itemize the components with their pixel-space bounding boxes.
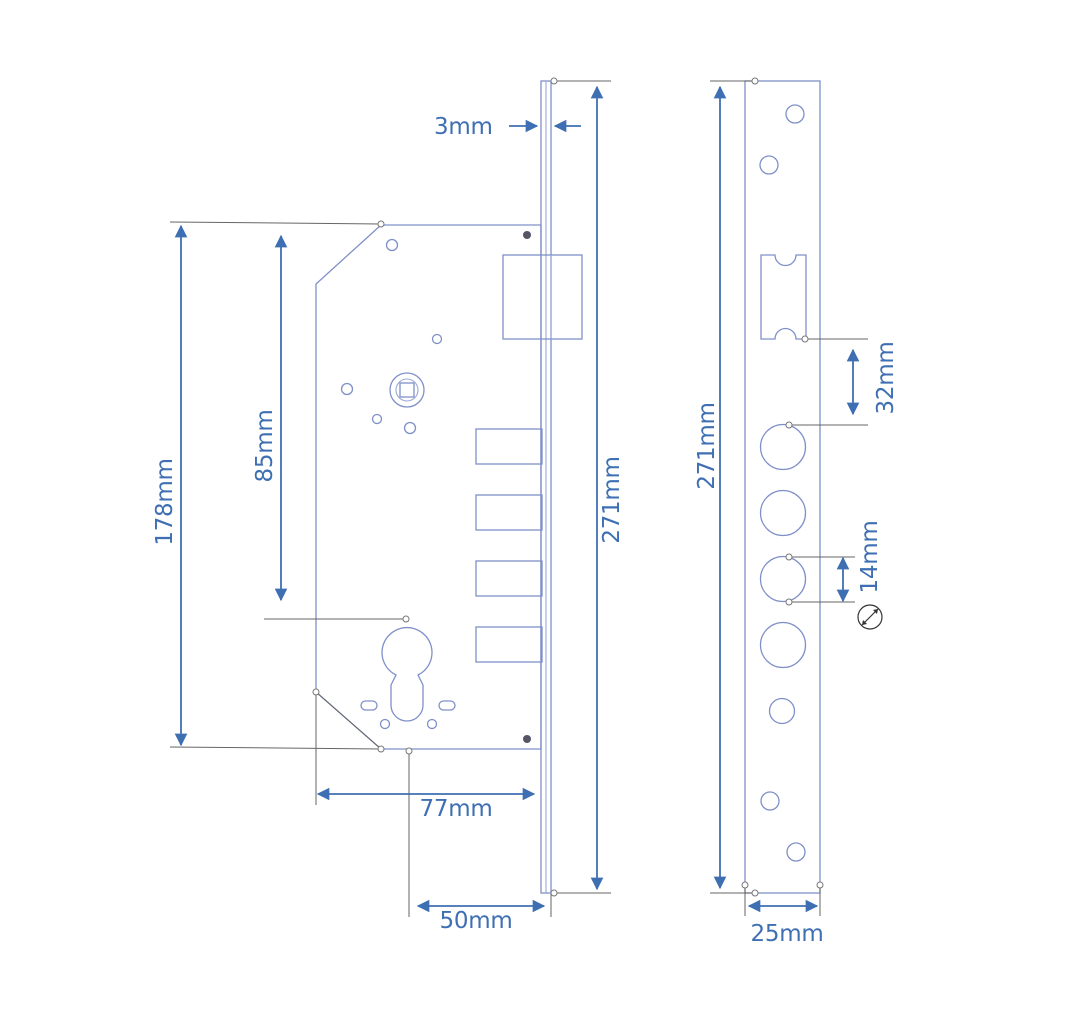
right-extension-lines xyxy=(710,80,868,916)
deadbolt-2 xyxy=(475,494,543,531)
left-reference-points xyxy=(312,77,558,897)
right-dimension-lines xyxy=(713,85,860,913)
left-dimension-lines xyxy=(174,85,604,913)
deadbolt-3 xyxy=(475,560,543,597)
screw-bottom xyxy=(523,735,531,743)
faceplate-length-label-left: 271mm xyxy=(599,456,625,543)
latch-bolt xyxy=(502,254,583,340)
lock-case-outline xyxy=(315,224,542,750)
spindle-distance-label: 85mm xyxy=(252,410,278,483)
faceplate-front-view xyxy=(744,80,821,894)
case-height-label: 178mm xyxy=(152,458,178,545)
latch-opening xyxy=(760,254,807,340)
faceplate-width-label: 25mm xyxy=(751,921,824,947)
diameter-icon xyxy=(857,604,883,630)
hole-spacing-label: 32mm xyxy=(873,342,899,415)
deadbolt-1 xyxy=(475,428,543,465)
case-depth-label: 77mm xyxy=(420,796,493,822)
cylinder-cutout xyxy=(381,626,433,722)
right-reference-points xyxy=(741,77,824,897)
hole-diameter-label: 14mm xyxy=(857,521,883,594)
thickness-label: 3mm xyxy=(434,114,493,140)
screw-top xyxy=(523,231,531,239)
spindle-hub xyxy=(389,372,425,408)
deadbolt-4 xyxy=(475,626,543,663)
backset-label: 50mm xyxy=(440,908,513,934)
lock-body-side-view xyxy=(315,80,583,894)
faceplate-outline xyxy=(744,80,821,894)
faceplate-length-label-right: 271mm xyxy=(694,402,720,489)
left-extension-lines xyxy=(169,80,611,917)
